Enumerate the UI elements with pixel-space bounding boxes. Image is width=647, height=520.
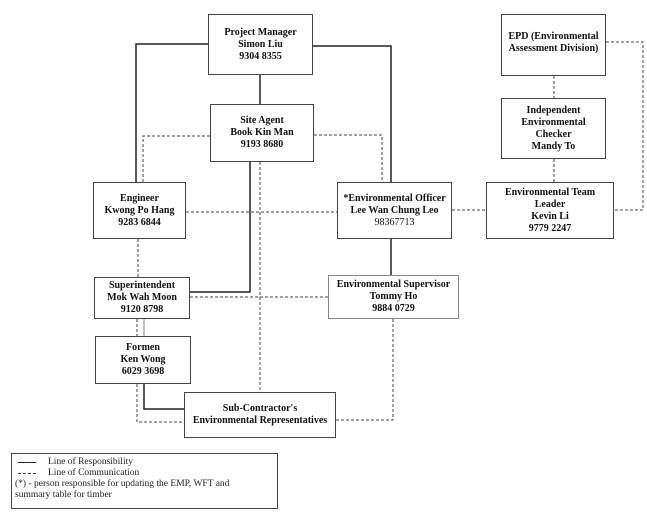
node-line: Environmental Team — [504, 186, 596, 198]
comm-siteagent-eo — [314, 134, 383, 182]
legend-note: (*) - person responsible for updating th… — [15, 479, 230, 500]
dashed-line-sample — [18, 473, 36, 474]
node-role: Superintendent — [108, 280, 176, 291]
node-person: Book Kin Man — [230, 127, 294, 138]
node-person: Lee Wan Chung Leo — [350, 205, 439, 216]
node-person: Simon Liu — [238, 38, 283, 50]
node-site-agent: Site Agent Book Kin Man 9193 8680 — [210, 104, 314, 162]
node-superintendent: Superintendent Mok Wah Moon 9120 8798 — [94, 277, 190, 319]
legend-communication: Line of Communication — [15, 468, 274, 479]
node-environmental-officer: *Environmental Officer Lee Wan Chung Leo… — [337, 182, 452, 239]
line-pm-eo — [313, 45, 392, 182]
node-phone: 98367713 — [374, 217, 415, 228]
comm-epd-etl — [606, 41, 644, 211]
node-role: Site Agent — [240, 115, 284, 126]
legend-responsibility: Line of Responsibility — [15, 457, 274, 468]
legend-label: Line of Communication — [48, 468, 140, 478]
comm-envsupervisor-subcontractor — [336, 319, 394, 421]
node-role: Environmental Supervisor — [336, 279, 451, 290]
line-siteagent-superintendent — [190, 162, 251, 293]
node-epd: EPD (Environmental Assessment Division) — [501, 14, 606, 76]
node-phone: 9193 8680 — [240, 139, 284, 150]
legend: Line of Responsibility Line of Communica… — [11, 453, 278, 509]
solid-line-sample — [18, 462, 36, 463]
node-line: Environmental Representatives — [192, 415, 328, 426]
node-phone: 9884 0729 — [372, 303, 415, 314]
node-person: Tommy Ho — [369, 291, 418, 302]
node-phone: 9120 8798 — [120, 304, 164, 315]
node-line: Checker — [535, 128, 572, 140]
node-independent-environmental-checker: Independent Environmental Checker Mandy … — [501, 98, 606, 159]
node-line: Independent — [526, 104, 581, 116]
node-line: EPD (Environmental — [508, 31, 599, 42]
line-formen-subcontractor — [143, 384, 184, 410]
node-phone: 9283 6844 — [118, 216, 161, 228]
node-phone: 9779 2247 — [528, 222, 572, 234]
node-person: Kwong Po Hang — [104, 204, 175, 216]
node-engineer: Engineer Kwong Po Hang 9283 6844 — [93, 182, 186, 239]
comm-siteagent-engineer — [142, 135, 210, 182]
legend-label: Line of Responsibility — [48, 457, 133, 467]
node-role: Project Manager — [224, 26, 297, 38]
node-phone: 6029 3698 — [121, 366, 165, 377]
node-environmental-supervisor: Environmental Supervisor Tommy Ho 9884 0… — [328, 275, 459, 319]
line-pm-engineer — [135, 43, 208, 182]
node-person: Mandy To — [531, 140, 576, 152]
node-formen: Formen Ken Wong 6029 3698 — [95, 336, 191, 384]
node-person: Ken Wong — [120, 354, 166, 365]
node-subcontractor-representatives: Sub-Contractor's Environmental Represent… — [184, 392, 336, 438]
node-line: Environmental — [521, 116, 586, 128]
node-role: *Environmental Officer — [343, 193, 446, 204]
node-project-manager: Project Manager Simon Liu 9304 8355 — [208, 14, 313, 75]
node-line: Sub-Contractor's — [222, 403, 298, 414]
node-line: Assessment Division) — [508, 43, 599, 54]
node-environmental-team-leader: Environmental Team Leader Kevin Li 9779 … — [486, 182, 614, 239]
node-role: Formen — [126, 342, 160, 353]
node-role: Engineer — [120, 192, 159, 204]
node-person: Kevin Li — [531, 210, 569, 222]
comm-superintendent-subcontractor — [136, 319, 184, 423]
node-line: Leader — [534, 198, 566, 210]
node-person: Mok Wah Moon — [107, 292, 177, 303]
node-phone: 9304 8355 — [239, 50, 282, 62]
